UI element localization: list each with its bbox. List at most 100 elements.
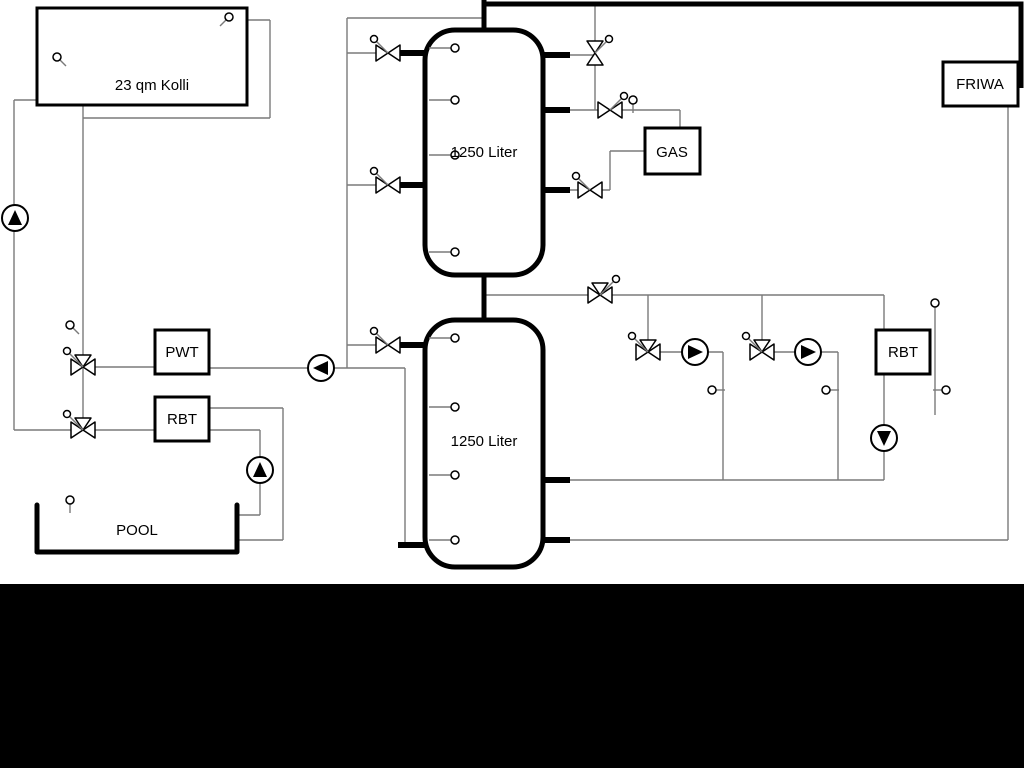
tank-ports bbox=[398, 50, 570, 548]
diagram-shape bbox=[65, 320, 75, 330]
valve-icon bbox=[597, 91, 629, 119]
sensor-icon bbox=[429, 247, 460, 257]
diagram-shape bbox=[450, 402, 460, 412]
sensor-icon bbox=[429, 95, 460, 105]
diagram-shape bbox=[450, 535, 460, 545]
diagram-shape bbox=[635, 343, 649, 361]
diagram-shape bbox=[761, 343, 775, 361]
diagram-shape bbox=[586, 52, 604, 66]
sensor-icon bbox=[429, 470, 460, 480]
friwa-label: FRIWA bbox=[956, 76, 1004, 93]
gas-boiler-box bbox=[643, 126, 702, 176]
diagram-shape bbox=[821, 385, 831, 395]
valve-actuator-icon bbox=[611, 274, 621, 284]
diagram-shape bbox=[65, 495, 75, 505]
valve-actuator-icon bbox=[571, 171, 581, 181]
diagram-shape bbox=[707, 385, 717, 395]
valve-icon bbox=[62, 346, 96, 376]
valve-icon bbox=[587, 274, 621, 304]
valve-icon bbox=[62, 409, 96, 439]
diagram-shape bbox=[749, 343, 763, 361]
pump-icon bbox=[1, 204, 29, 232]
diagram-shape bbox=[450, 150, 460, 160]
valve-actuator-icon bbox=[62, 409, 72, 419]
gas-label: GAS bbox=[656, 144, 688, 161]
sensor-icon bbox=[219, 12, 234, 27]
diagram-shape bbox=[801, 345, 816, 359]
diagram-shape bbox=[387, 176, 401, 194]
diagram-shape bbox=[628, 95, 638, 105]
pump-icon bbox=[246, 456, 274, 484]
diagram-shape bbox=[587, 286, 601, 304]
sensor-icon bbox=[930, 298, 940, 308]
diagram-shape bbox=[74, 354, 92, 368]
diagram-shape bbox=[877, 431, 891, 446]
diagram-shape bbox=[70, 358, 84, 376]
pump-icon bbox=[307, 354, 335, 382]
rbt-left-label: RBT bbox=[167, 411, 197, 428]
tank-top-label: 1250 Liter bbox=[451, 144, 518, 161]
diagram-shape bbox=[753, 339, 771, 353]
rbt-right-box bbox=[874, 328, 932, 376]
diagram-shape bbox=[224, 12, 234, 22]
sensor-icon bbox=[821, 385, 839, 395]
diagram-shape bbox=[450, 43, 460, 53]
diagram-shape bbox=[375, 44, 389, 62]
sensor-icon bbox=[65, 320, 80, 335]
diagram-shape bbox=[74, 417, 92, 431]
diagram-shape bbox=[375, 176, 389, 194]
valve-actuator-icon bbox=[627, 331, 637, 341]
valve-icon bbox=[571, 171, 603, 199]
diagram-shape bbox=[450, 470, 460, 480]
diagram-shape bbox=[591, 282, 609, 296]
sensor-icon bbox=[65, 495, 75, 513]
diagram-shape bbox=[586, 40, 604, 54]
diagram-shape bbox=[589, 181, 603, 199]
diagram-shape bbox=[597, 101, 611, 119]
diagram-shape bbox=[639, 339, 657, 353]
valve-icon bbox=[369, 34, 401, 62]
diagram-shape bbox=[930, 298, 940, 308]
diagram-shape bbox=[647, 343, 661, 361]
diagram-shape bbox=[450, 333, 460, 343]
valve-icon bbox=[369, 166, 401, 194]
diagram-shape bbox=[688, 345, 703, 359]
pwt-box bbox=[153, 328, 211, 376]
diagram-shape bbox=[609, 101, 623, 119]
diagram-shape bbox=[8, 210, 22, 225]
tank-bottom-label: 1250 Liter bbox=[451, 433, 518, 450]
diagram-shape bbox=[82, 421, 96, 439]
diagram-shape bbox=[450, 95, 460, 105]
sensor-icon bbox=[707, 385, 725, 395]
diagram-shape bbox=[599, 286, 613, 304]
pool-shape bbox=[34, 502, 240, 555]
valve-actuator-icon bbox=[741, 331, 751, 341]
bottom-black-band bbox=[0, 584, 1024, 768]
sensor-icon bbox=[429, 43, 460, 53]
sensor-icon bbox=[429, 333, 460, 343]
pool-label: POOL bbox=[116, 522, 158, 539]
rbt-left-box bbox=[153, 395, 211, 443]
diagram-shape bbox=[387, 44, 401, 62]
valve-actuator-icon bbox=[369, 34, 379, 44]
main-pipe bbox=[484, 1, 1024, 88]
diagram-shape bbox=[52, 52, 62, 62]
diagram-shape bbox=[313, 361, 328, 375]
diagram-shape bbox=[941, 385, 951, 395]
main-pipes bbox=[481, 0, 1024, 320]
diagram-shape bbox=[375, 336, 389, 354]
valve-actuator-icon bbox=[62, 346, 72, 356]
valve-icon bbox=[369, 326, 401, 354]
diagram-shape bbox=[387, 336, 401, 354]
buffer-tank-bottom bbox=[422, 317, 546, 570]
friwa-box bbox=[941, 60, 1020, 108]
collector-label: 23 qm Kolli bbox=[115, 77, 189, 94]
diagram-shape bbox=[450, 247, 460, 257]
buffer-tank-top bbox=[422, 27, 546, 278]
sensor-icon bbox=[429, 535, 460, 545]
valve-actuator-icon bbox=[619, 91, 629, 101]
diagram-shape bbox=[82, 358, 96, 376]
pump-icon bbox=[681, 338, 709, 366]
